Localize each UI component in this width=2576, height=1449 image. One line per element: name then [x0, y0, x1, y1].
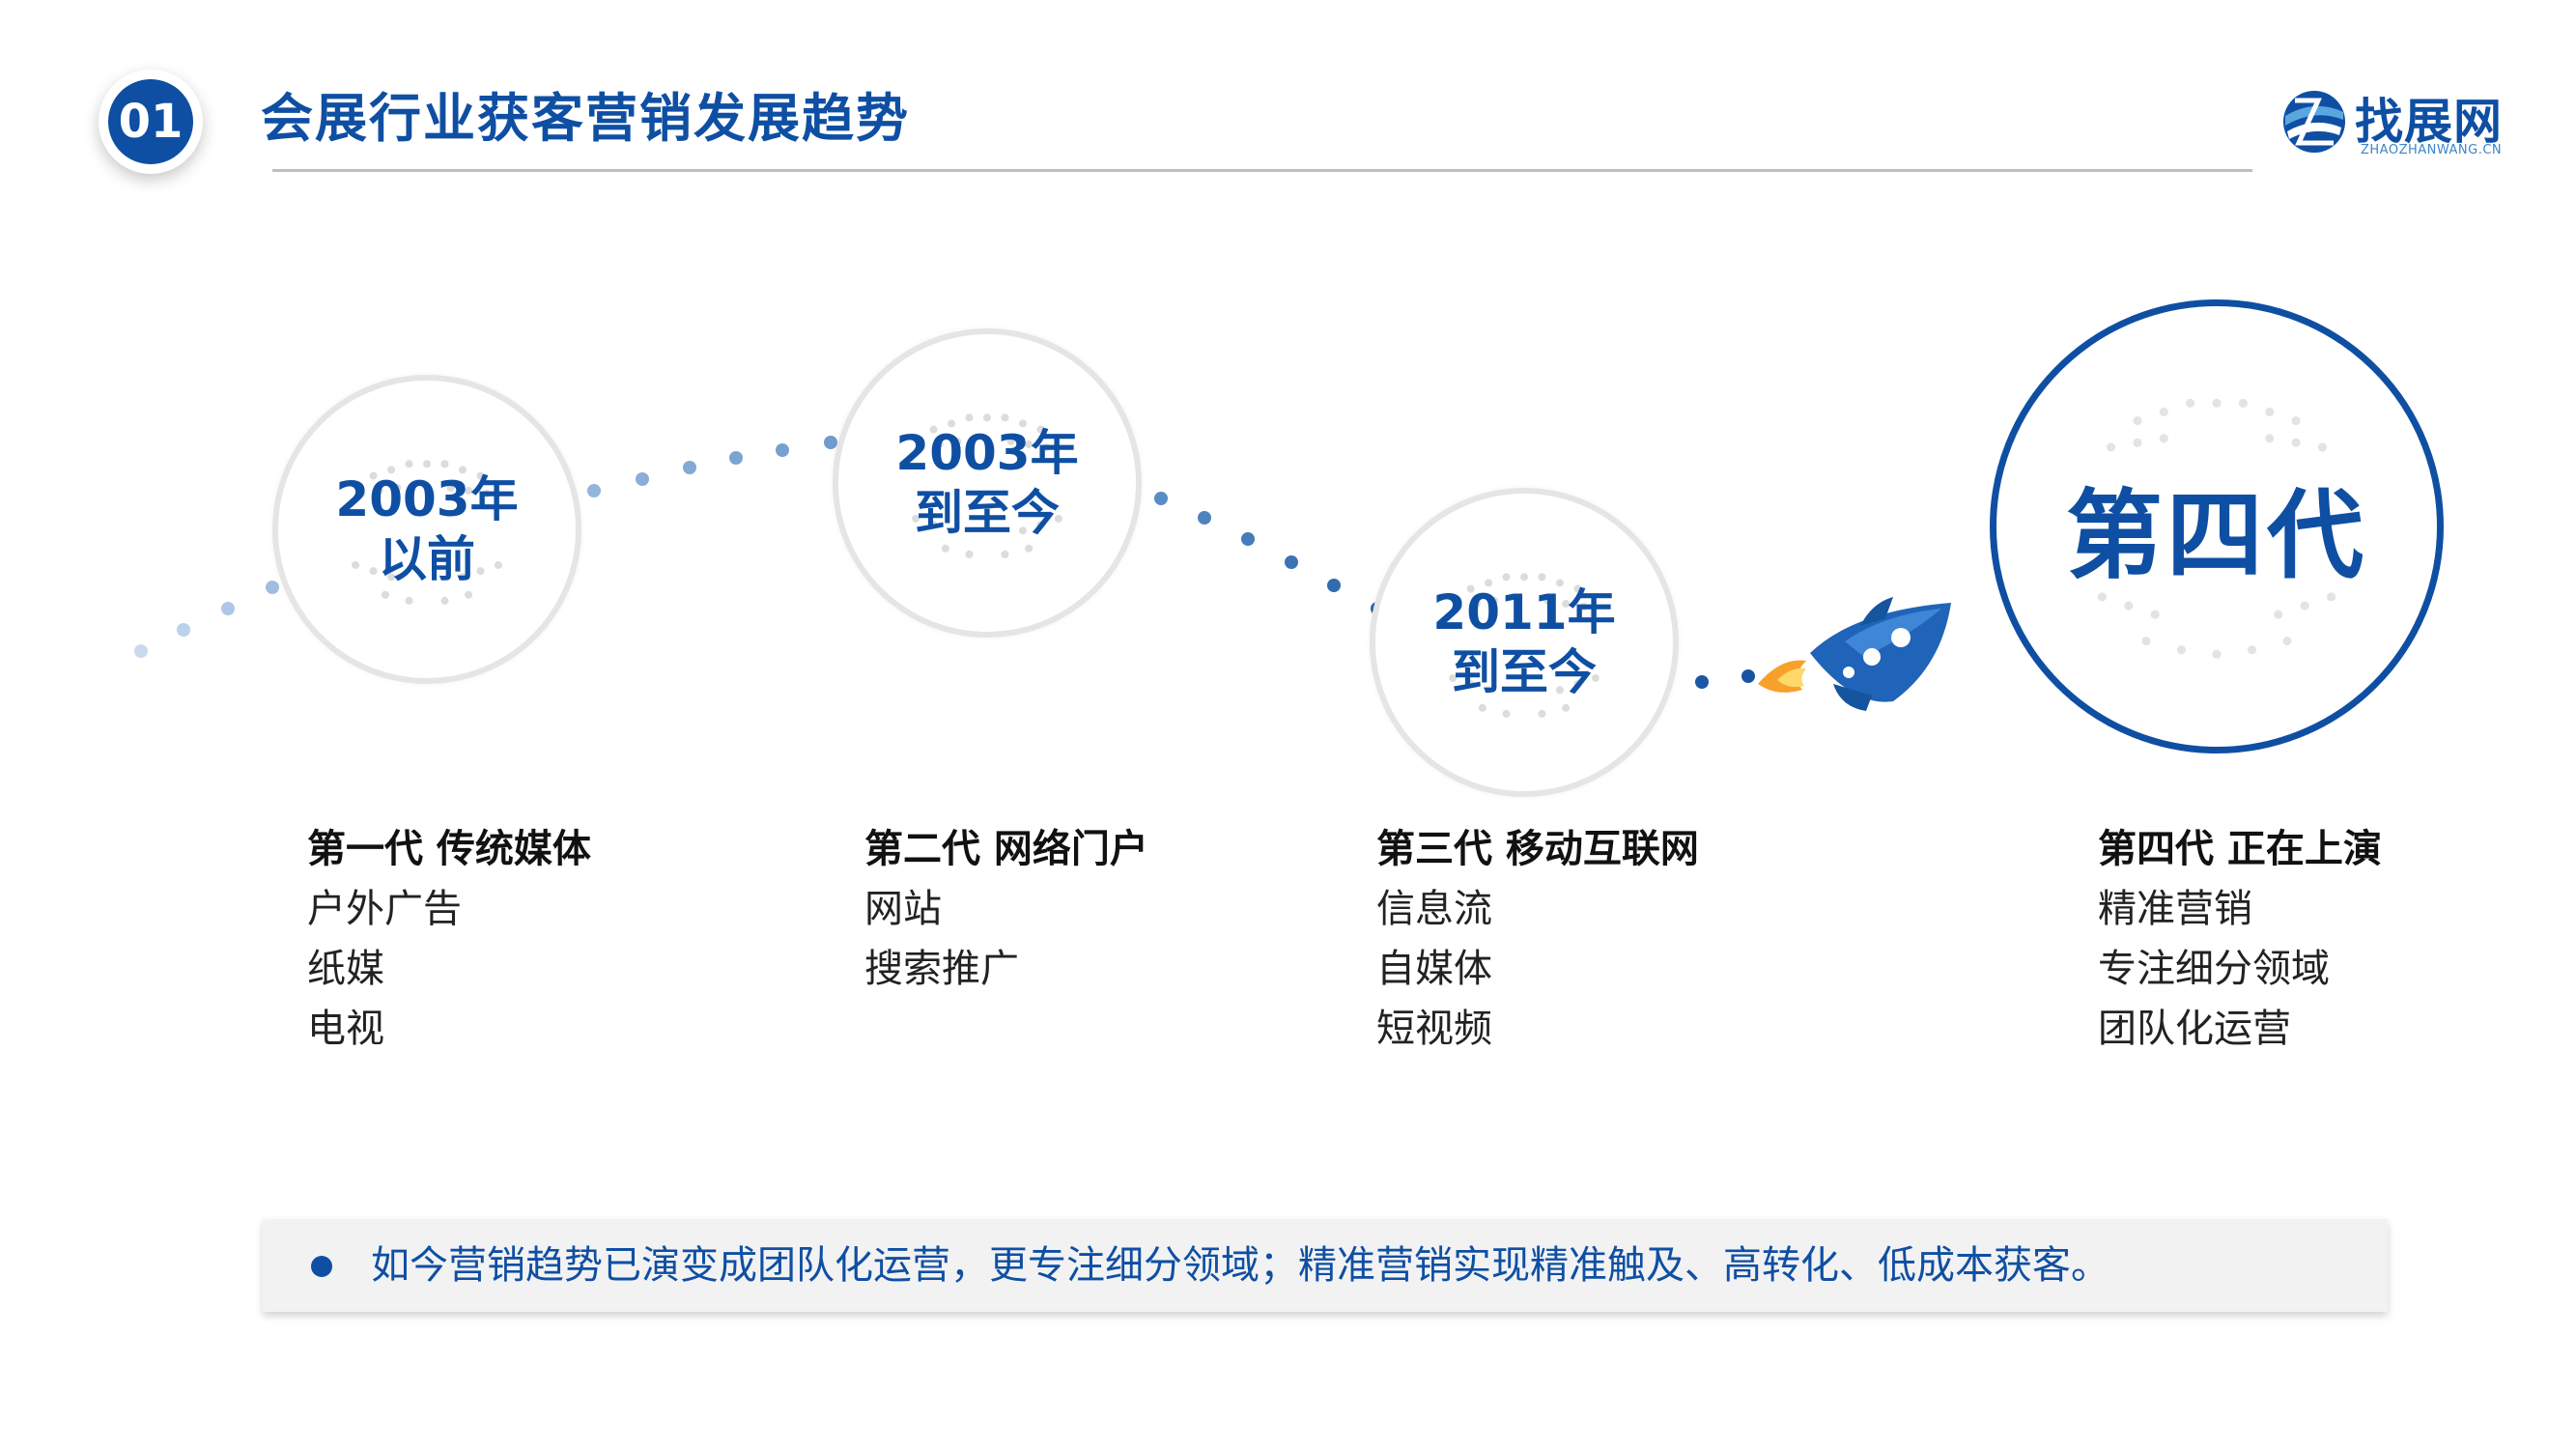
- column-item: 专注细分领域: [2098, 947, 2330, 991]
- globe-icon: [352, 460, 502, 605]
- summary-note: 如今营销趋势已演变成团队化运营，更专注细分领域；精准营销实现精准触及、高转化、低…: [263, 1219, 2388, 1312]
- generation-column-3: 第三代 移动互联网 信息流 自媒体 短视频: [1376, 819, 1782, 1059]
- column-item: 搜索推广: [864, 947, 1019, 991]
- stage-3-period: 到至今: [1452, 644, 1597, 700]
- column-title: 第一代 传统媒体: [307, 827, 591, 871]
- column-title: 第二代 网络门户: [864, 827, 1148, 871]
- logo-globe-icon: [2283, 91, 2345, 153]
- generation-column-4: 第四代 正在上演 精准营销 专注细分领域 团队化运营: [2098, 819, 2504, 1059]
- stage-1-year: 2003年: [335, 471, 519, 527]
- timeline-stage-current: 第四代: [1990, 299, 2444, 753]
- globe-icon: [2097, 398, 2336, 659]
- column-item: 自媒体: [1376, 947, 1492, 991]
- stage-2-year: 2003年: [895, 425, 1079, 481]
- logo-text: 找展网: [2355, 94, 2503, 150]
- column-item: 网站: [864, 887, 942, 931]
- section-number-badge: 01: [99, 70, 203, 174]
- timeline-stage-1: 2003年 以前: [272, 375, 581, 684]
- column-title: 第三代 移动互联网: [1376, 827, 1699, 871]
- generation-column-1: 第一代 传统媒体 户外广告 纸媒 电视: [307, 819, 713, 1059]
- column-item: 团队化运营: [2098, 1007, 2291, 1051]
- summary-note-text: 如今营销趋势已演变成团队化运营，更专注细分领域；精准营销实现精准触及、高转化、低…: [371, 1243, 2109, 1288]
- stage-2-period: 到至今: [915, 485, 1060, 541]
- globe-icon: [912, 413, 1062, 558]
- stage-3-year: 2011年: [1432, 584, 1616, 640]
- stage-1-period: 以前: [379, 531, 475, 587]
- timeline-stage-2: 2003年 到至今: [833, 328, 1142, 638]
- rocket-icon: [1758, 597, 1951, 711]
- column-item: 电视: [307, 1007, 384, 1051]
- timeline-dotted-path: [134, 436, 1755, 689]
- column-item: 信息流: [1376, 887, 1492, 931]
- section-number: 01: [108, 79, 193, 164]
- column-item: 短视频: [1376, 1007, 1492, 1051]
- current-stage-label: 第四代: [2066, 478, 2367, 592]
- header-divider: [272, 169, 2252, 172]
- column-item: 纸媒: [307, 947, 384, 991]
- column-item: 精准营销: [2098, 887, 2252, 931]
- generation-column-2: 第二代 网络门户 网站 搜索推广: [864, 819, 1270, 999]
- page-title: 会展行业获客营销发展趋势: [261, 88, 910, 149]
- column-title: 第四代 正在上演: [2098, 827, 2382, 871]
- brand-logo: 找展网 ZHAOZHANWANG.CN: [2279, 79, 2504, 162]
- column-item: 户外广告: [307, 887, 462, 931]
- globe-icon: [1449, 573, 1599, 718]
- bullet-dot-icon: [311, 1256, 332, 1277]
- logo-subtext: ZHAOZHANWANG.CN: [2361, 143, 2503, 157]
- timeline-stage-3: 2011年 到至今: [1370, 488, 1679, 797]
